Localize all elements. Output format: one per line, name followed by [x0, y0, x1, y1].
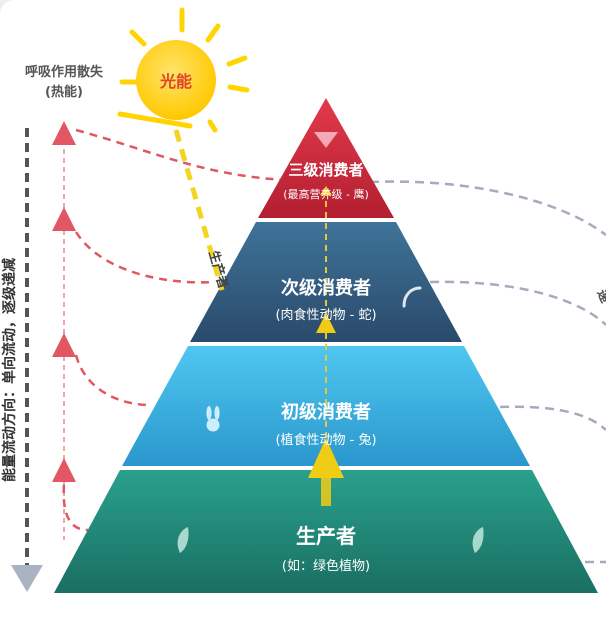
right-edge-label: 递 [593, 287, 606, 306]
level-desc-tertiary: (最高营养级 - 鹰) [283, 187, 369, 201]
rabbit-icon [206, 406, 220, 432]
flow-arrow-to-secondary [316, 313, 336, 333]
decomposer-flow-primary [499, 405, 606, 431]
heat-loss-curve-producer [62, 484, 89, 532]
level-name-producer: 生产者 [296, 524, 356, 548]
snake-icon [402, 286, 422, 308]
flow-axis-arrowhead [11, 565, 43, 592]
eagle-icon [314, 132, 338, 148]
flow-direction-text: 能量流动方向：单向流动，逐级递减 [1, 258, 18, 482]
heat-loss-arrow-4 [52, 458, 76, 482]
level-desc-primary: (植食性动物 - 兔) [275, 432, 376, 448]
heat-loss-arrow-2 [52, 207, 76, 231]
respiration-label-line1: 呼吸作用散失 [25, 64, 104, 80]
heat-loss-curve-tertiary [75, 128, 286, 182]
respiration-label-line2: (热能) [45, 84, 83, 100]
sunlight-beam [173, 129, 225, 291]
level-primary-consumer [122, 346, 530, 466]
heat-loss-arrow-3 [52, 333, 76, 357]
heat-loss-curve-primary [74, 354, 151, 407]
level-producer [54, 470, 598, 593]
sun-label: 光能 [159, 72, 192, 91]
level-tertiary-consumer [258, 98, 394, 218]
decomposer-flow-tertiary [369, 180, 606, 236]
flow-arrow-to-primary [308, 438, 344, 478]
heat-loss-arrow-1 [52, 121, 76, 145]
level-name-primary: 初级消费者 [281, 401, 371, 423]
decomposer-flow-secondary [429, 280, 606, 326]
heat-loss-curve-secondary [74, 231, 216, 284]
flow-arrow-to-tertiary [320, 186, 332, 195]
flow-arrow-stem [321, 478, 331, 506]
sun-icon [117, 7, 250, 133]
leaf-icon-right [472, 527, 484, 553]
level-desc-producer: (如：绿色植物) [282, 558, 370, 574]
leaf-icon-left [177, 527, 189, 553]
level-name-tertiary: 三级消费者 [288, 161, 363, 179]
sunlight-beam-label: 生产者 [205, 249, 231, 291]
level-name-secondary: 次级消费者 [281, 277, 371, 299]
level-desc-secondary: (肉食性动物 - 蛇) [275, 307, 376, 323]
